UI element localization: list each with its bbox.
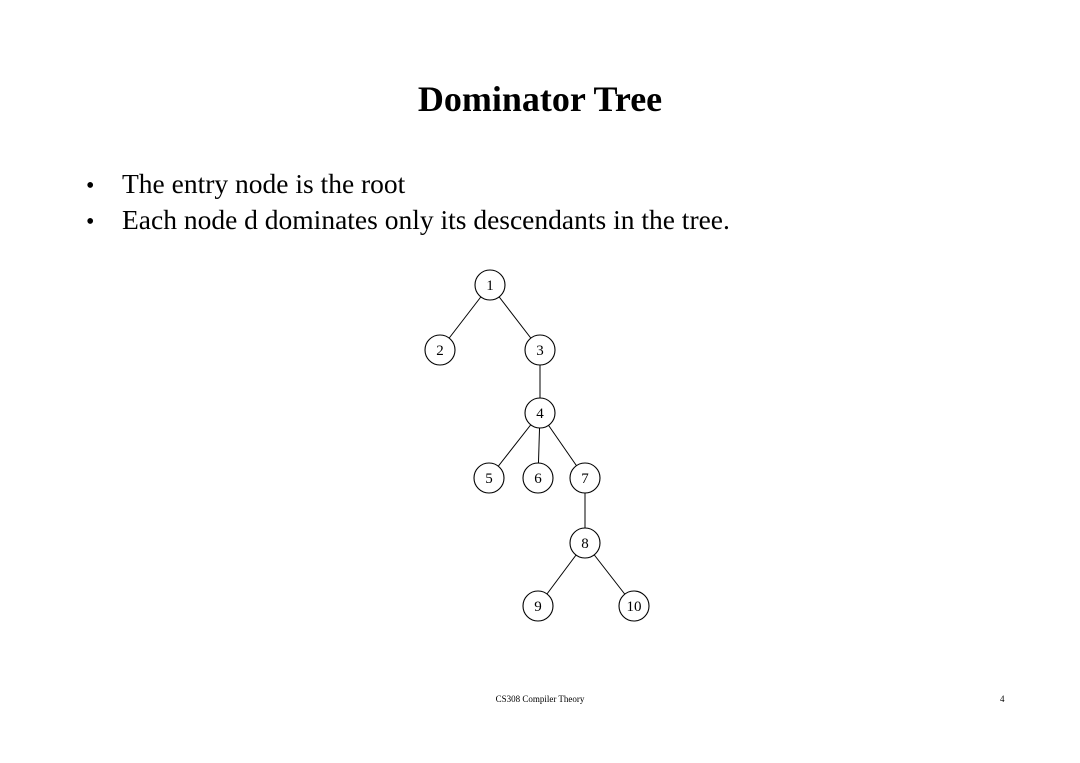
bullet-text: Each node d dominates only its descendan… (122, 204, 730, 235)
tree-node-8: 8 (569, 527, 601, 559)
bullet-text: The entry node is the root (122, 168, 406, 199)
tree-node-circle (524, 334, 556, 366)
tree-node-1: 1 (474, 269, 506, 301)
tree-node-9: 9 (522, 590, 554, 622)
tree-node-10: 10 (618, 590, 650, 622)
tree-node-circle (522, 462, 554, 494)
bullet-icon: • (86, 173, 95, 199)
slide-footer: CS308 Compiler Theory (495, 694, 585, 704)
bullet-item: • The entry node is the root (86, 166, 1036, 202)
tree-node-label: 2 (436, 343, 444, 359)
tree-node-circle (524, 397, 556, 429)
tree-node-label: 10 (627, 599, 642, 615)
tree-node-label: 8 (581, 536, 589, 552)
tree-node-circle (618, 590, 650, 622)
tree-node-2: 2 (424, 334, 456, 366)
bullet-icon: • (86, 209, 95, 235)
tree-node-circle (424, 334, 456, 366)
tree-node-4: 4 (524, 397, 556, 429)
page-number: 4 (1000, 694, 1005, 704)
tree-node-label: 5 (485, 471, 493, 487)
slide-title: Dominator Tree (417, 79, 663, 119)
tree-node-label: 4 (536, 406, 544, 422)
tree-node-3: 3 (524, 334, 556, 366)
bullet-item: • Each node d dominates only its descend… (86, 202, 1036, 238)
tree-node-circle (569, 527, 601, 559)
tree-node-label: 1 (486, 278, 494, 294)
tree-node-7: 7 (569, 462, 601, 494)
tree-node-circle (522, 590, 554, 622)
tree-node-circle (569, 462, 601, 494)
tree-node-6: 6 (522, 462, 554, 494)
tree-node-label: 7 (581, 471, 589, 487)
tree-node-label: 3 (536, 343, 544, 359)
bullet-list: • The entry node is the root • Each node… (86, 166, 1036, 238)
tree-node-label: 6 (534, 471, 542, 487)
tree-node-label: 9 (534, 599, 542, 615)
tree-node-5: 5 (473, 462, 505, 494)
tree-node-circle (474, 269, 506, 301)
tree-node-circle (473, 462, 505, 494)
